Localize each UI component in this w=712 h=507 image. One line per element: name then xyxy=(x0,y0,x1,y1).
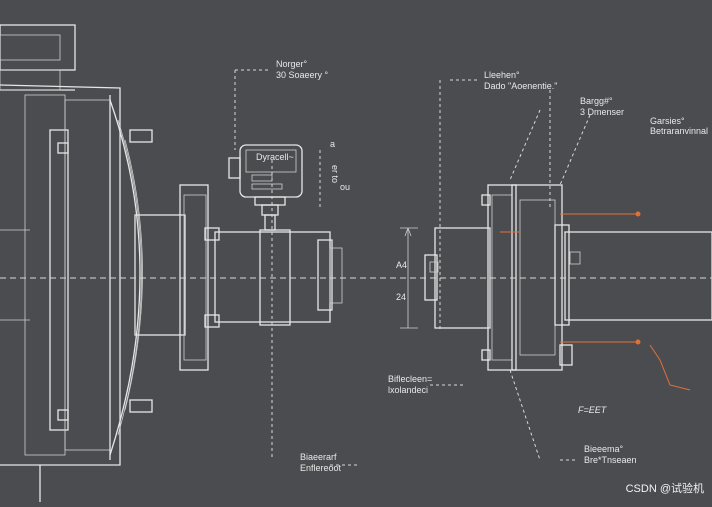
watermark: CSDN @试验机 xyxy=(626,480,704,496)
gauge-display-text: Dyracell~ xyxy=(256,152,294,162)
left-housing xyxy=(0,25,152,502)
label-right-1b: 3 Dmenser xyxy=(580,107,624,117)
label-right-2a: Garsies° xyxy=(650,116,685,126)
label-top-left-1: Norger° xyxy=(276,59,308,69)
label-right-code: F=EET xyxy=(578,405,608,415)
label-top-center-2: Dado "Aoenentie." xyxy=(484,81,557,91)
label-bottom-center-1: Biaeerarf xyxy=(300,452,337,462)
construction-lines xyxy=(235,70,590,465)
dimension-24: 24 xyxy=(396,292,406,302)
dimension-a4: A4 xyxy=(396,260,407,270)
label-vertical-a: a xyxy=(330,139,335,149)
label-vertical-ou: ou xyxy=(340,182,350,192)
orange-leaders xyxy=(500,212,690,391)
label-right-1a: Bargg#° xyxy=(580,96,613,106)
label-bottom-mid-2: lxolandeci xyxy=(388,385,428,395)
label-right-2b: Betraranvinnal xyxy=(650,126,708,136)
label-bottom-right-1: Bieeema° xyxy=(584,444,624,454)
pressure-gauge: Dyracell~ xyxy=(229,145,302,230)
label-bottom-mid-1: Biflecleen= xyxy=(388,374,432,384)
label-bottom-right-2: Bre*Tnseaen xyxy=(584,455,637,465)
label-top-center-1: Lleehen° xyxy=(484,70,520,80)
label-vertical-er: er to xyxy=(330,165,340,183)
label-top-left-2: 30 Soaeery ° xyxy=(276,70,329,80)
label-bottom-center-2: Enflereoot xyxy=(300,463,342,473)
